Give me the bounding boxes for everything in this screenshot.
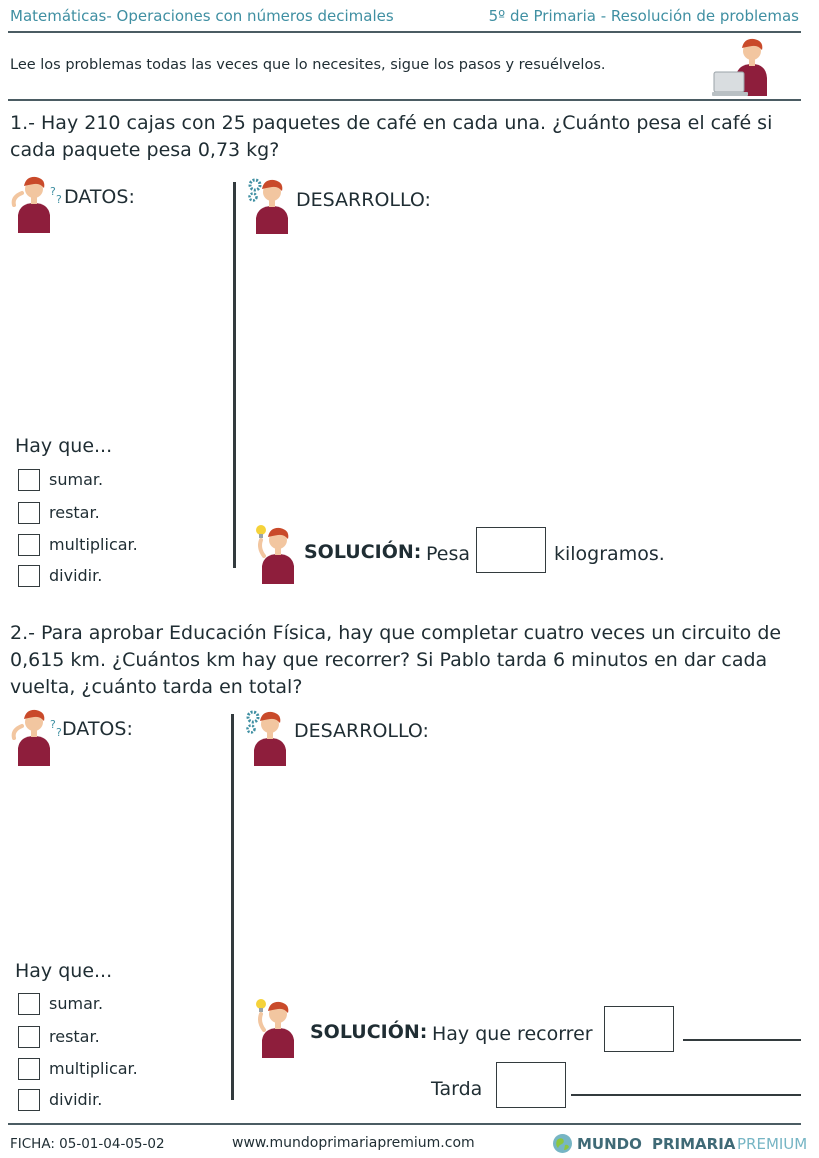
logo-text-primaria: PRIMARIA bbox=[652, 1135, 736, 1153]
footer-ficha: FICHA: 05-01-04-05-02 bbox=[10, 1136, 165, 1152]
checkbox[interactable] bbox=[18, 534, 40, 556]
option-label: restar. bbox=[49, 503, 100, 522]
option-label: dividir. bbox=[49, 566, 103, 585]
option-label: sumar. bbox=[49, 470, 104, 489]
problem-2-answer-2-prefix: Tarda bbox=[431, 1078, 483, 1100]
option-label: multiplicar. bbox=[49, 1059, 138, 1078]
footer-rule bbox=[8, 1123, 801, 1125]
intro-rule bbox=[8, 99, 801, 101]
checkbox[interactable] bbox=[18, 502, 40, 524]
problem-2-datos-label: DATOS: bbox=[62, 718, 133, 740]
checkbox[interactable] bbox=[18, 1058, 40, 1080]
problem-1-divider bbox=[233, 182, 236, 568]
lightbulb-student-icon bbox=[256, 999, 294, 1058]
problem-1-question: 1.- Hay 210 cajas con 25 paquetes de caf… bbox=[10, 112, 773, 161]
instructions: Lee los problemas todas las veces que lo… bbox=[10, 57, 606, 73]
header-rule bbox=[8, 31, 801, 33]
option-label: sumar. bbox=[49, 994, 104, 1013]
gears-student-icon bbox=[246, 710, 286, 766]
svg-text:?: ? bbox=[56, 726, 62, 739]
problem-1-solucion-label: SOLUCIÓN: bbox=[304, 541, 422, 563]
svg-text:?: ? bbox=[56, 193, 62, 206]
problem-2-answer-2-unit-line[interactable] bbox=[571, 1094, 801, 1096]
footer-url[interactable]: www.mundoprimariapremium.com bbox=[232, 1135, 475, 1151]
problem-2-hay-que: Hay que... bbox=[15, 960, 113, 982]
student-laptop-icon bbox=[712, 38, 767, 96]
thinking-student-icon: ? ? bbox=[11, 176, 62, 233]
globe-icon bbox=[553, 1134, 572, 1153]
lightbulb-student-icon bbox=[256, 525, 294, 584]
problem-2-answer-2-box[interactable] bbox=[496, 1062, 566, 1108]
thinking-student-icon: ? ? bbox=[11, 709, 62, 766]
logo-text-mundo: MUNDO bbox=[577, 1135, 642, 1153]
header-course: 5º de Primaria - Resolución de problemas bbox=[488, 7, 799, 25]
checkbox[interactable] bbox=[18, 1089, 40, 1111]
problem-1-answer-prefix: Pesa bbox=[426, 543, 471, 565]
problem-1-answer-suffix: kilogramos. bbox=[554, 543, 665, 565]
option-label: restar. bbox=[49, 1027, 100, 1046]
checkbox[interactable] bbox=[18, 469, 40, 491]
problem-2-question: 2.- Para aprobar Educación Física, hay q… bbox=[10, 622, 782, 698]
problem-1-hay-que: Hay que... bbox=[15, 435, 113, 457]
header-subject: Matemáticas- Operaciones con números dec… bbox=[10, 7, 394, 25]
problem-2-divider bbox=[231, 714, 234, 1100]
checkbox[interactable] bbox=[18, 1026, 40, 1048]
problem-2-answer-1-prefix: Hay que recorrer bbox=[432, 1023, 593, 1045]
problem-2-desarrollo-label: DESARROLLO: bbox=[294, 720, 429, 742]
checkbox[interactable] bbox=[18, 993, 40, 1015]
svg-text:?: ? bbox=[50, 185, 56, 198]
checkbox[interactable] bbox=[18, 565, 40, 587]
problem-1-answer-box[interactable] bbox=[476, 527, 546, 573]
problem-1-datos-label: DATOS: bbox=[64, 186, 135, 208]
logo-text-premium: PREMIUM bbox=[737, 1135, 808, 1153]
problem-2-solucion-label: SOLUCIÓN: bbox=[310, 1021, 428, 1043]
option-label: multiplicar. bbox=[49, 535, 138, 554]
problem-2-answer-1-unit-line[interactable] bbox=[683, 1039, 801, 1041]
gears-student-icon bbox=[248, 178, 288, 234]
problem-1-desarrollo-label: DESARROLLO: bbox=[296, 189, 431, 211]
svg-text:?: ? bbox=[50, 718, 56, 731]
option-label: dividir. bbox=[49, 1090, 103, 1109]
problem-2-answer-1-box[interactable] bbox=[604, 1006, 674, 1052]
